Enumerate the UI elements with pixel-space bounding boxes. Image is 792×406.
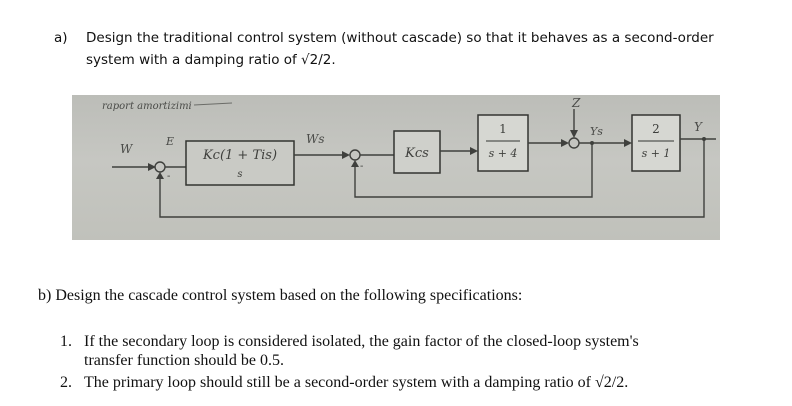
secondary-controller-block xyxy=(393,130,441,174)
list-item: 2. The primary loop should still be a se… xyxy=(60,373,780,392)
signal-e: E xyxy=(165,135,174,148)
list-item-line-2: transfer function should be 0.5. xyxy=(84,352,284,369)
signal-ws: Ws xyxy=(306,132,325,146)
secondary-feedback-path xyxy=(354,143,593,198)
signal-y: Y xyxy=(694,120,703,134)
summing-junction-1 xyxy=(154,161,166,173)
part-a-text: Design the traditional control system (w… xyxy=(86,27,776,71)
w-arrow xyxy=(148,163,156,171)
plant-1-denominator: s + 4 xyxy=(489,147,518,160)
plant-1-numerator: 1 xyxy=(499,122,507,136)
sum2-minus-sign: - xyxy=(360,161,363,172)
signal-ys: Ys xyxy=(590,125,603,138)
block-diagram: raport amortizimi W - E Kc(1 + Tis) s Ws… xyxy=(102,96,716,218)
primary-feedback-arrow xyxy=(156,172,164,179)
list-item-number: 2. xyxy=(60,374,72,391)
plant-2-denominator: s + 1 xyxy=(642,147,671,160)
controller-block xyxy=(185,140,295,186)
z-arrow xyxy=(570,130,578,138)
list-item-number: 1. xyxy=(60,333,72,350)
list-item-line-1: The primary loop should still be a secon… xyxy=(84,374,629,391)
list-item: 1. If the secondary loop is considered i… xyxy=(60,332,780,370)
primary-feedback-path xyxy=(159,139,705,218)
block-diagram-photo: raport amortizimi W - E Kc(1 + Tis) s Ws… xyxy=(72,95,720,240)
summing-junction-3 xyxy=(568,137,580,149)
note-strike xyxy=(193,102,233,106)
plant-2-numerator: 2 xyxy=(652,122,660,136)
list-item-line-1: If the secondary loop is considered isol… xyxy=(84,333,639,350)
secondary-feedback-arrow xyxy=(351,160,359,167)
signal-z: Z xyxy=(571,96,581,110)
controller-denominator: s xyxy=(237,169,242,180)
summing-junction-2 xyxy=(349,149,361,161)
kcs-arrow xyxy=(470,147,478,155)
part-a-line-2: system with a damping ratio of √2/2. xyxy=(86,52,336,68)
ys-arrow xyxy=(624,139,632,147)
plant-1-arrow xyxy=(561,139,569,147)
part-a-label: a) xyxy=(54,30,68,46)
controller-numerator: Kc(1 + Tis) xyxy=(202,148,277,163)
handwritten-note: raport amortizimi xyxy=(102,101,192,112)
part-b-list: 1. If the secondary loop is considered i… xyxy=(60,332,780,392)
plant-2-block xyxy=(631,114,681,172)
part-b-title: b) Design the cascade control system bas… xyxy=(38,287,523,304)
ws-arrow xyxy=(342,151,350,159)
signal-w: W xyxy=(120,142,134,156)
sum1-minus-sign: - xyxy=(167,171,170,182)
secondary-controller-label: Kcs xyxy=(404,146,429,161)
part-a-line-1: Design the traditional control system (w… xyxy=(86,30,714,46)
